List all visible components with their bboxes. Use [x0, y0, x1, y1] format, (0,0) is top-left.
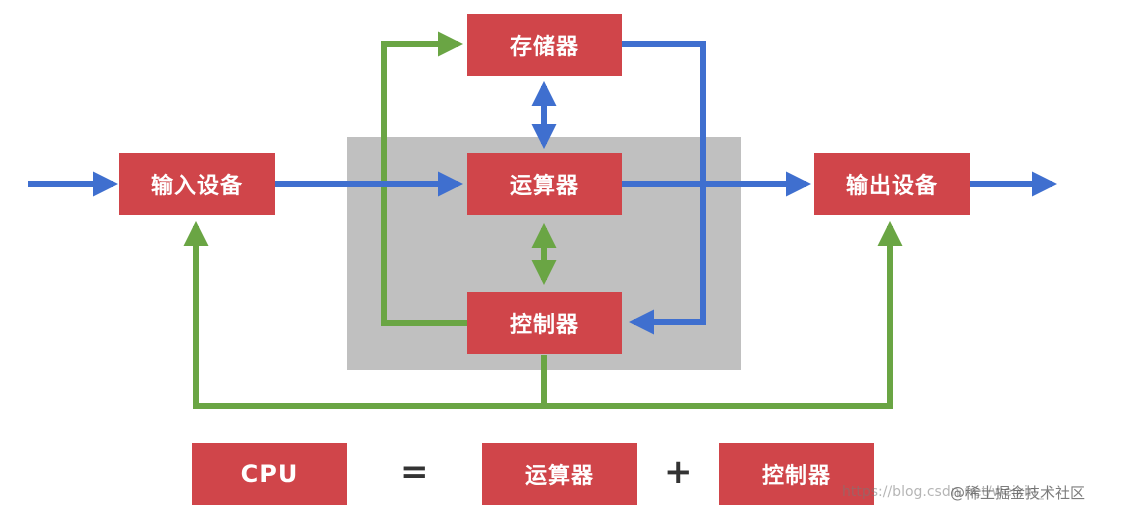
- control-to-output-line: [544, 220, 903, 409]
- controller-label: 控制器: [509, 313, 579, 338]
- memory-to-controller-line: [622, 41, 706, 335]
- memory-label: 存储器: [509, 35, 579, 60]
- equation-alu-box: 运算器: [482, 443, 637, 505]
- output-device-box: 输出设备: [814, 153, 970, 215]
- cpu-box: CPU: [192, 443, 347, 505]
- alu-box: 运算器: [467, 153, 622, 215]
- memory-box: 存储器: [467, 14, 622, 76]
- alu-label: 运算器: [509, 174, 579, 199]
- cpu-label: CPU: [240, 460, 299, 488]
- equation-alu-label: 运算器: [524, 464, 594, 489]
- equation-controller-box: 控制器: [719, 443, 874, 505]
- controller-box: 控制器: [467, 292, 622, 354]
- output-device-label: 输出设备: [845, 174, 938, 199]
- watermark-url: https://blog.csdn.net/weixin_: [842, 484, 1044, 500]
- plus-sign: +: [664, 452, 693, 492]
- watermark-brand: @稀土掘金技术社区: [950, 484, 1086, 502]
- control-bus-line: [183, 220, 547, 409]
- input-device-label: 输入设备: [150, 174, 243, 199]
- equation-controller-label: 控制器: [761, 464, 831, 489]
- equals-sign: =: [400, 452, 429, 492]
- input-device-box: 输入设备: [119, 153, 275, 215]
- data-lines: [28, 41, 1058, 335]
